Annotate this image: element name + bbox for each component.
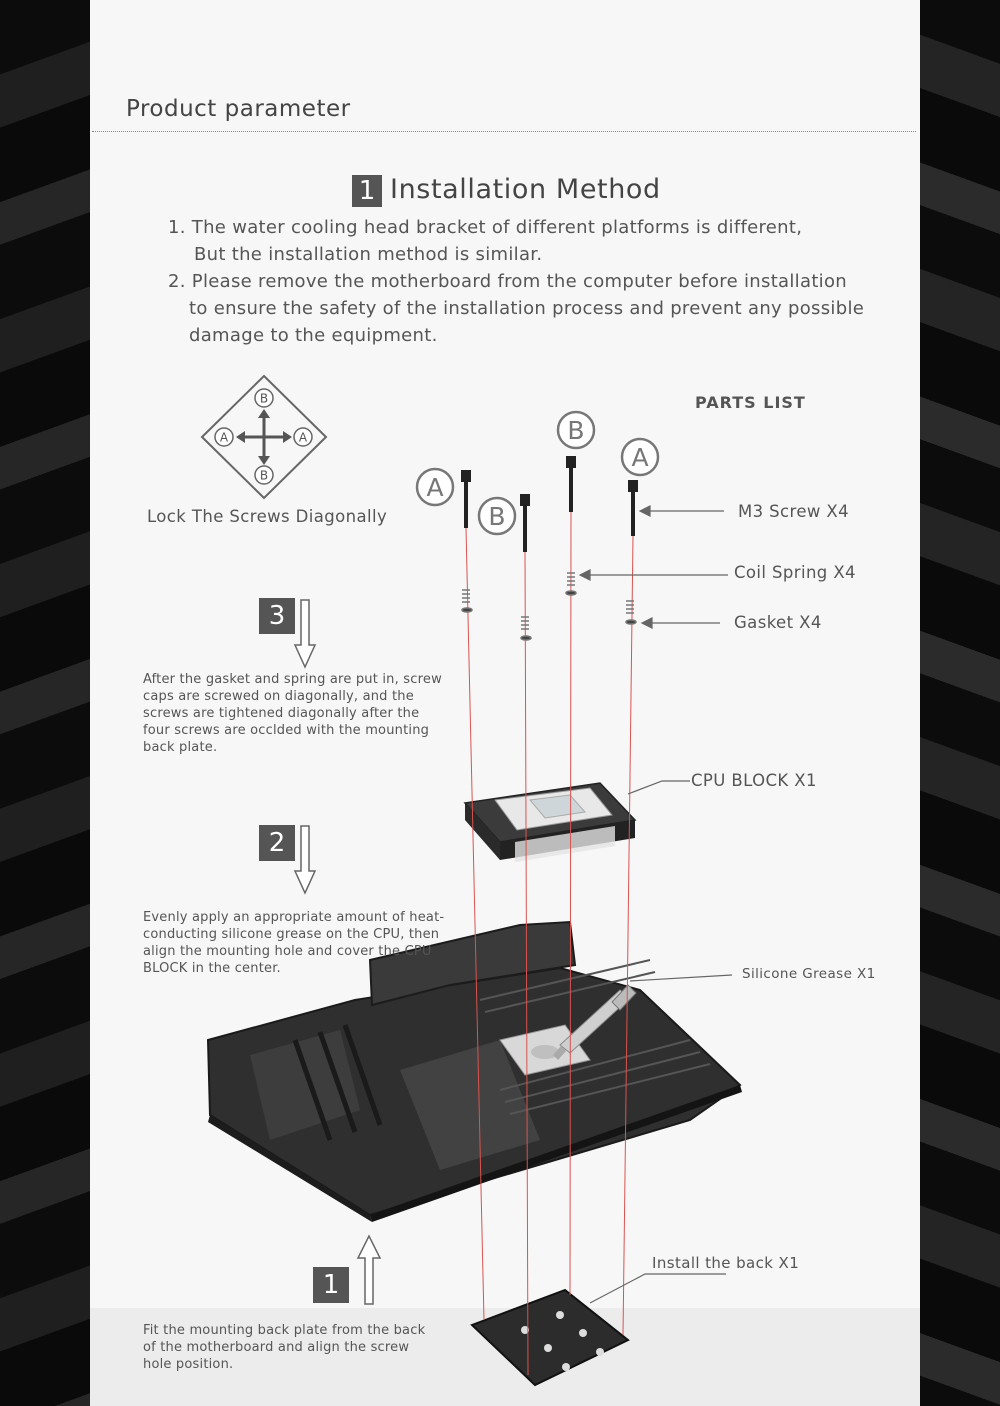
header-title: Product parameter [126,96,351,122]
part-label-screw: M3 Screw X4 [738,502,850,521]
step-3-badge: 3 [259,598,295,634]
badge-b-right: B [567,416,584,445]
cpu-block [463,782,637,862]
step-1-text: Fit the mounting back plate from the bac… [143,1323,426,1372]
parts-list-title: PARTS LIST [695,393,806,412]
step-3-down-arrow [293,599,317,669]
note-line-1: 1. The water cooling head bracket of dif… [168,217,803,238]
note-line-4: to ensure the safety of the installation… [189,298,865,319]
motherboard [206,920,742,1222]
part-leader-lines [578,505,733,1304]
springs-and-gaskets [461,572,637,641]
screw-b-left [520,494,530,552]
badge-b-left: B [488,502,505,531]
diagonal-lock-diagram: A A B B [200,374,328,500]
part-label-gasket: Gasket X4 [734,613,822,632]
part-label-back: Install the back X1 [652,1254,800,1272]
badge-a-right: A [631,443,648,472]
section-title: Installation Method [390,174,661,205]
dark-background-left [0,0,90,1406]
diagram-letter-a-left: A [220,431,229,445]
screw-b-right [566,456,576,512]
note-line-5: damage to the equipment. [189,325,438,346]
diagram-letter-a-right: A [299,431,308,445]
step-1-badge: 1 [313,1267,349,1303]
step-2-down-arrow [293,825,317,895]
step-1-up-arrow [356,1234,382,1305]
note-line-2: But the installation method is similar. [194,244,543,265]
screws [461,456,638,552]
dark-background-right [920,0,1000,1406]
part-label-cpu-block: CPU BLOCK X1 [691,771,817,790]
alignment-guide-lines [465,509,634,1376]
note-line-3: 2. Please remove the motherboard from th… [168,271,847,292]
step-2-text: Evenly apply an appropriate amount of he… [143,910,445,976]
header-divider [92,131,916,132]
screw-a-right [628,480,638,536]
part-label-spring: Coil Spring X4 [734,563,856,582]
step-2-badge: 2 [259,825,295,861]
diagram-letter-b-top: B [260,392,268,406]
grease-syringe [553,984,637,1060]
diagram-caption: Lock The Screws Diagonally [147,507,388,526]
section-number-badge: 1 [352,175,382,207]
screw-letter-badges: A B B A [415,410,660,536]
badge-a-left: A [426,473,443,502]
step-3-text: After the gasket and spring are put in, … [143,672,442,755]
diagram-letter-b-bottom: B [260,469,268,483]
part-label-grease: Silicone Grease X1 [742,966,876,982]
screw-a-left [461,470,471,528]
back-plate [470,1288,630,1387]
